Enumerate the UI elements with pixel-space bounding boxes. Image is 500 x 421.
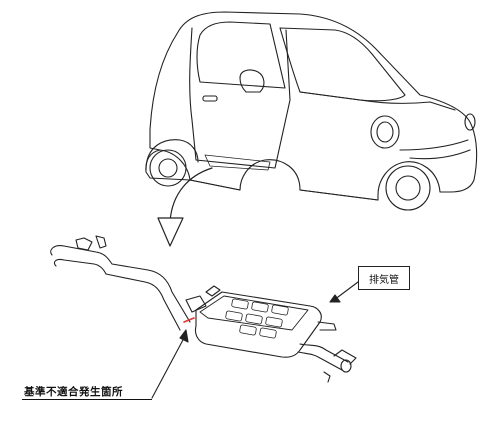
arrow-curve: [169, 167, 213, 223]
defect-marker: [183, 317, 195, 323]
muffler-body: [194, 291, 322, 358]
car-door-handle: [202, 95, 218, 102]
car-headlight-inner: [376, 121, 394, 143]
car-door: [189, 27, 291, 169]
defect-label-leader-head: [179, 329, 189, 343]
car-windshield: [279, 27, 406, 102]
car-hood: [299, 91, 456, 111]
defect-label-leader: [151, 337, 185, 399]
exhaust-system: [50, 235, 357, 383]
defect-location-label: 基準不適合発生箇所: [24, 386, 123, 398]
exhaust-pipe-label-text: 排気管: [369, 274, 399, 286]
car-underbody-hint: [204, 154, 271, 171]
car-body-outline: [149, 11, 478, 201]
tail-pipe-bracket: [323, 349, 357, 383]
defect-location-underline: [22, 399, 152, 400]
car-illustration: [145, 11, 478, 211]
car-front-bumper: [399, 139, 471, 160]
muffler-hanger-right: [317, 321, 337, 331]
car-side-light: [464, 113, 476, 131]
exhaust-mid-joint: [185, 295, 207, 313]
leader-lines: [151, 281, 359, 399]
tail-pipe-outlet: [340, 359, 352, 373]
muffler-embossing: [225, 298, 289, 339]
car-headlight: [370, 115, 400, 149]
exhaust-pipe-label: 排気管: [358, 266, 410, 290]
exhaust-front-pipe-lower: [53, 258, 181, 331]
car-front-wheel-hub: [395, 175, 421, 201]
exhaust-tail-pipe: [297, 343, 349, 371]
pointer-arrow: [157, 167, 213, 247]
car-sill: [145, 149, 379, 201]
car-side-mirror: [239, 69, 265, 93]
muffler-top-face: [199, 295, 309, 331]
car-rear-arch: [145, 139, 199, 171]
car-rear-wheel: [149, 149, 187, 187]
car-side-window: [196, 21, 286, 89]
exhaust-inlet-flange: [75, 235, 107, 251]
car-front-wheel: [385, 165, 431, 211]
muffler-hanger-left: [205, 285, 221, 297]
arrow-head: [157, 217, 184, 247]
exhaust-label-leader: [333, 281, 359, 301]
car-rear-wheel-hub: [158, 158, 178, 178]
exhaust-label-leader-head: [329, 294, 341, 303]
exhaust-front-pipe: [50, 245, 191, 323]
